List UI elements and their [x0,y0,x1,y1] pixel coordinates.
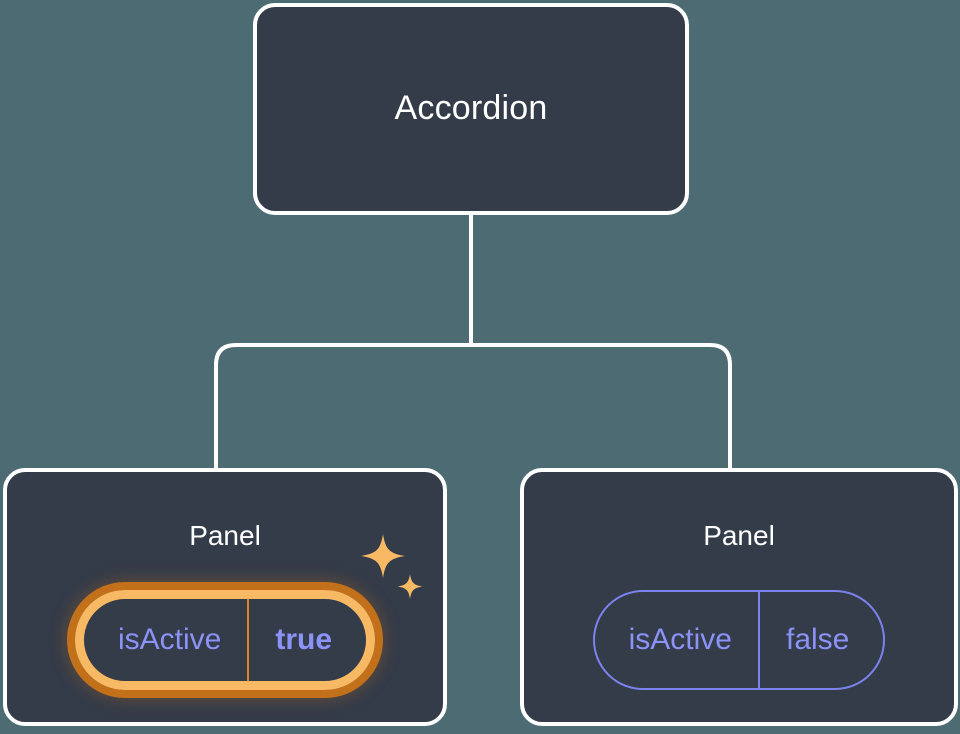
prop-value-label: false [785,623,850,656]
prop-key-label: isActive [117,623,222,656]
prop-key-label: isActive [628,623,732,656]
prop-pill-wrap-right: isActive false [524,590,954,690]
prop-divider [757,592,760,688]
prop-value-label: true [275,623,333,656]
node-panel-left[interactable]: Panel isActive true [3,468,447,726]
node-panel-right[interactable]: Panel isActive false [520,468,958,726]
node-panel-right-title: Panel [703,520,775,551]
prop-pill-isactive-true[interactable]: isActive true [74,590,376,690]
prop-pill-wrap-left: isActive true [7,590,443,690]
prop-pill-isactive-false[interactable]: isActive false [592,590,886,690]
connector-branch-bus [214,343,732,468]
node-accordion[interactable]: Accordion [253,3,689,215]
node-accordion-title: Accordion [394,89,548,127]
prop-divider [247,599,250,681]
node-panel-left-title: Panel [189,520,261,551]
